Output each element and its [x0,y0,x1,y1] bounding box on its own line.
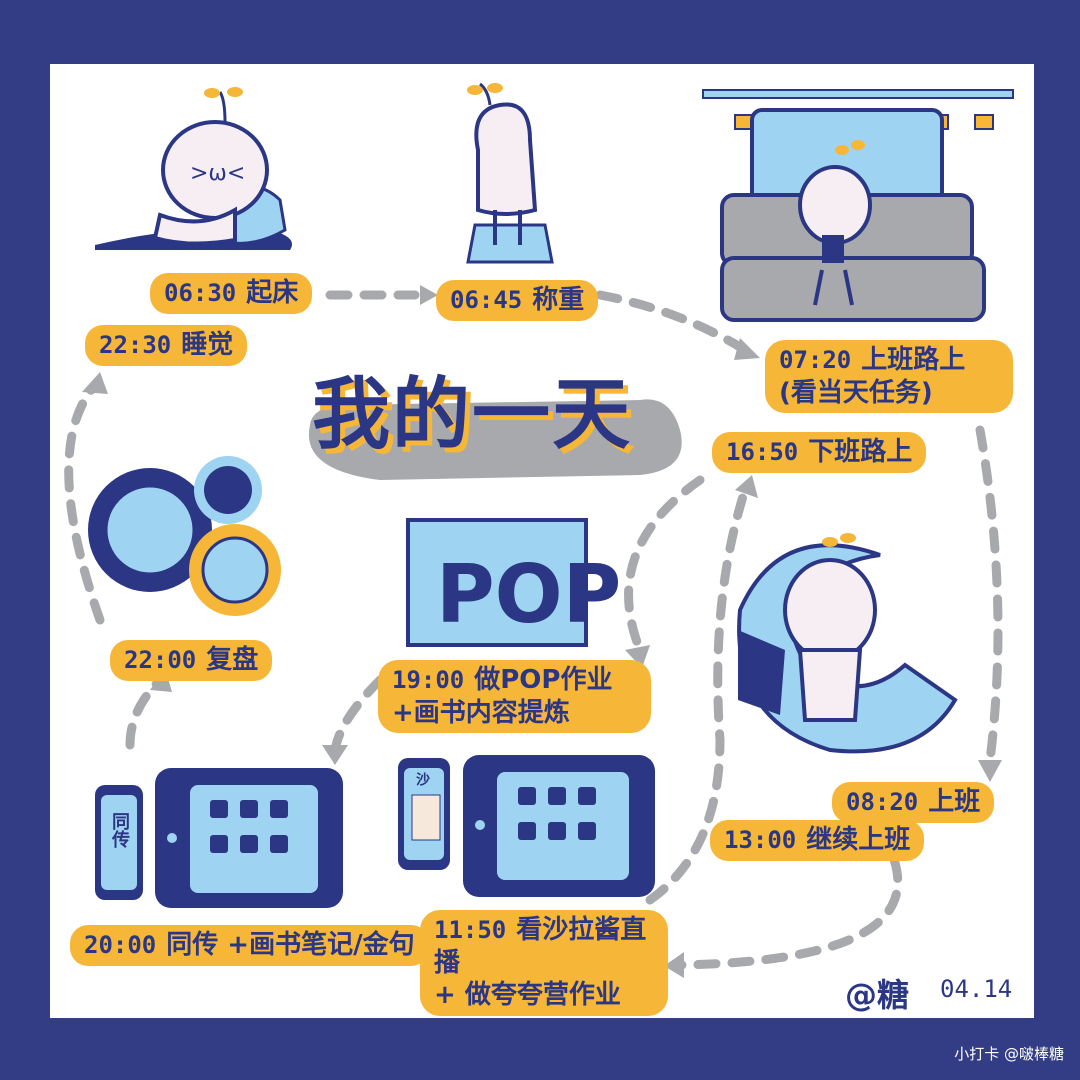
time-text: 06:45 [450,286,522,314]
schedule-label-2230: 22:30 睡觉 [85,325,247,366]
signature-date: 04.14 [940,975,1012,1003]
activity-text: 做POP作业 [474,665,612,695]
time-text: 06:30 [164,279,236,307]
left-devices-illustration [95,768,343,908]
sleeping-character-illustration: >ω< [95,87,292,250]
train-scene-illustration [703,90,1013,320]
time-text: 13:00 [724,826,796,854]
time-text: 20:00 [84,931,156,959]
time-text: 22:00 [124,646,196,674]
activity-text: 睡觉 [181,330,233,360]
middle-devices-illustration [398,755,655,897]
schedule-label-0645: 06:45 称重 [436,280,598,321]
time-text: 08:20 [846,788,918,816]
time-text: 19:00 [392,666,464,694]
activity-text: 称重 [532,285,584,315]
schedule-label-2200: 22:00 复盘 [110,640,272,681]
signature: @糖 [845,970,909,1016]
schedule-label-0820: 08:20 上班 [832,782,994,823]
time-text: 22:30 [99,331,171,359]
arrow-1900-2000 [335,680,380,750]
activity-text: 上班 [928,787,980,817]
activity-text: 同传 +画书笔记/金句 [166,930,414,960]
arrow-0720-0820 [980,430,998,760]
office-character-illustration [738,533,955,751]
note-text: (看当天任务) [779,378,933,408]
schedule-label-1650: 16:50 下班路上 [712,432,926,473]
time-text: 16:50 [726,438,798,466]
left-phone-text: 同传 [106,812,132,848]
time-text: 11:50 [434,916,506,944]
middle-phone-text: 沙 [412,772,432,786]
activity-text: 继续上班 [806,825,910,855]
note-text: +画书内容提炼 [392,698,570,728]
gears-illustration [88,456,281,616]
activity-text: 复盘 [206,645,258,675]
schedule-label-0720: 07:20 上班路上 (看当天任务) [765,340,1013,413]
schedule-label-0630: 06:30 起床 [150,273,312,314]
arrow-1650-1900 [629,480,700,650]
activity-text: 起床 [246,278,298,308]
watermark: 小打卡 @啵棒糖 [954,1043,1064,1064]
schedule-label-1300: 13:00 继续上班 [710,820,924,861]
svg-text:>ω<: >ω< [190,161,245,186]
time-text: 07:20 [779,346,851,374]
schedule-label-1900: 19:00 做POP作业 +画书内容提炼 [378,660,651,733]
pop-board-text: POP [436,548,621,641]
note-text: + 做夸夸营作业 [434,980,621,1010]
schedule-label-2000: 20:00 同传 +画书笔记/金句 [70,925,429,966]
page-title: 我的一天 [312,352,632,464]
weighing-character-illustration [467,83,552,262]
activity-text: 上班路上 [861,345,965,375]
activity-text: 下班路上 [808,437,912,467]
